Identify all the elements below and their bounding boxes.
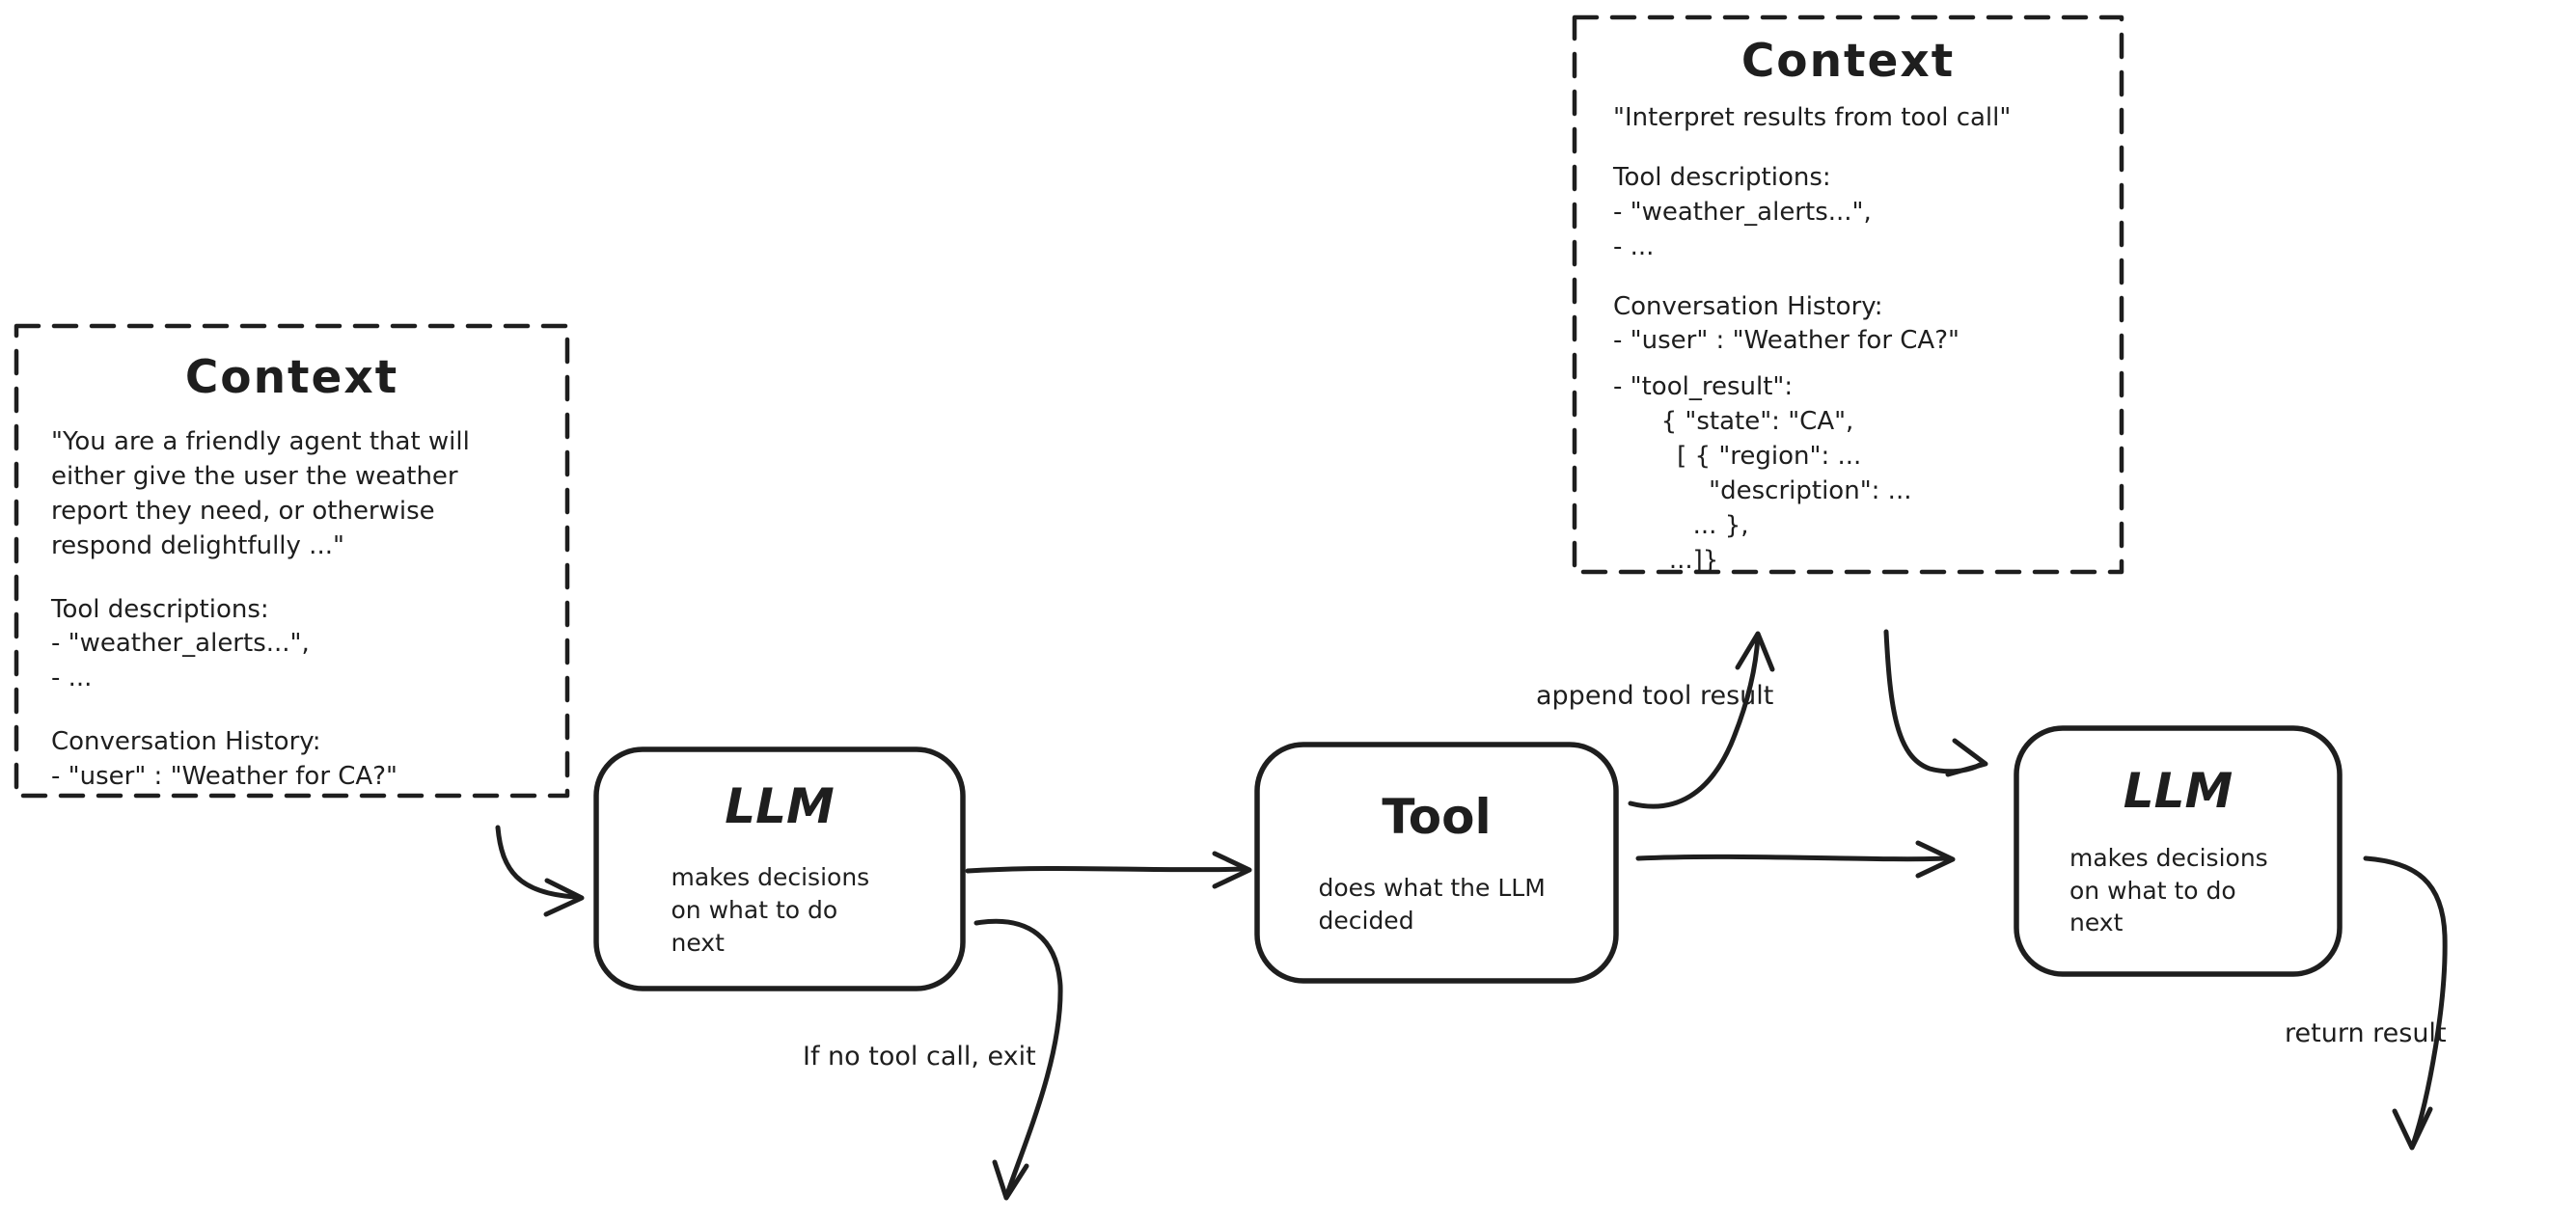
arrow-tool-to-context-top bbox=[1628, 634, 1761, 809]
context-left-tool-item: - ... bbox=[51, 664, 93, 693]
node-llm-2: LLM makes decisions on what to do next bbox=[2016, 728, 2340, 974]
arrowhead-tool-to-context-top bbox=[1735, 631, 1775, 672]
arrowhead-context-left-to-llm1 bbox=[543, 878, 585, 917]
edge-label-return-result: return result bbox=[2285, 1018, 2447, 1048]
arrow-llm2-return bbox=[2363, 855, 2448, 1145]
llm1-title: LLM bbox=[725, 778, 835, 835]
context-box-top: Context "Interpret results from tool cal… bbox=[1575, 17, 2122, 575]
tool-description: does what the LLM decided bbox=[1318, 873, 1546, 935]
context-top-conversation-heading: Conversation History: bbox=[1613, 291, 1883, 321]
context-left-title: Context bbox=[184, 351, 399, 404]
tool-title: Tool bbox=[1382, 788, 1492, 845]
context-top-tool-item: - "weather_alerts...", bbox=[1613, 197, 1872, 227]
context-top-conversation-item: ... }, bbox=[1613, 510, 1749, 540]
context-left-conversation-heading: Conversation History: bbox=[51, 727, 321, 757]
edge-label-if-no-tool-call-exit: If no tool call, exit bbox=[803, 1042, 1036, 1072]
arrowhead-llm1-to-tool bbox=[1212, 851, 1252, 889]
context-top-conversation-item: - "user" : "Weather for CA?" bbox=[1613, 326, 1959, 356]
arrow-context-top-to-llm2 bbox=[1883, 629, 1983, 774]
context-left-conversation-item: - "user" : "Weather for CA?" bbox=[51, 762, 397, 791]
context-left-tool-item: - "weather_alerts...", bbox=[51, 629, 310, 659]
context-top-conversation-item: - "tool_result": bbox=[1613, 372, 1794, 402]
node-tool: Tool does what the LLM decided bbox=[1257, 745, 1616, 981]
arrow-tool-to-llm2 bbox=[1635, 854, 1950, 862]
context-top-conversation-item: "description": ... bbox=[1613, 475, 1912, 505]
arrow-context-left-to-llm1 bbox=[495, 825, 578, 900]
context-top-tool-descriptions-heading: Tool descriptions: bbox=[1613, 162, 1831, 192]
llm2-description: makes decisions on what to do next bbox=[2069, 843, 2268, 937]
context-box-left: Context "You are a friendly agent that w… bbox=[16, 326, 567, 796]
context-top-tool-item: - ... bbox=[1613, 231, 1655, 261]
context-top-conversation-item: ...]} bbox=[1613, 545, 1719, 575]
arrow-llm1-to-tool bbox=[965, 865, 1247, 874]
context-left-tool-descriptions-heading: Tool descriptions: bbox=[51, 594, 269, 624]
context-top-conversation-item: { "state": "CA", bbox=[1613, 407, 1854, 437]
llm1-description: makes decisions on what to do next bbox=[671, 863, 870, 957]
context-top-system-prompt: "Interpret results from tool call" bbox=[1613, 103, 2012, 132]
context-top-conversation-item: [ { "region": ... bbox=[1613, 442, 1862, 471]
llm2-title: LLM bbox=[2123, 762, 2233, 819]
context-top-title: Context bbox=[1740, 35, 1956, 88]
edge-label-append-tool-result: append tool result bbox=[1536, 681, 1774, 711]
arrowhead-context-top-to-llm2 bbox=[1945, 738, 1988, 777]
arrowhead-llm2-return bbox=[2392, 1106, 2433, 1151]
arrowhead-llm1-exit bbox=[992, 1159, 1029, 1201]
context-left-system-prompt: "You are a friendly agent that will eith… bbox=[51, 427, 479, 560]
node-llm-1: LLM makes decisions on what to do next bbox=[596, 749, 963, 989]
arrowhead-tool-to-llm2 bbox=[1915, 840, 1956, 879]
